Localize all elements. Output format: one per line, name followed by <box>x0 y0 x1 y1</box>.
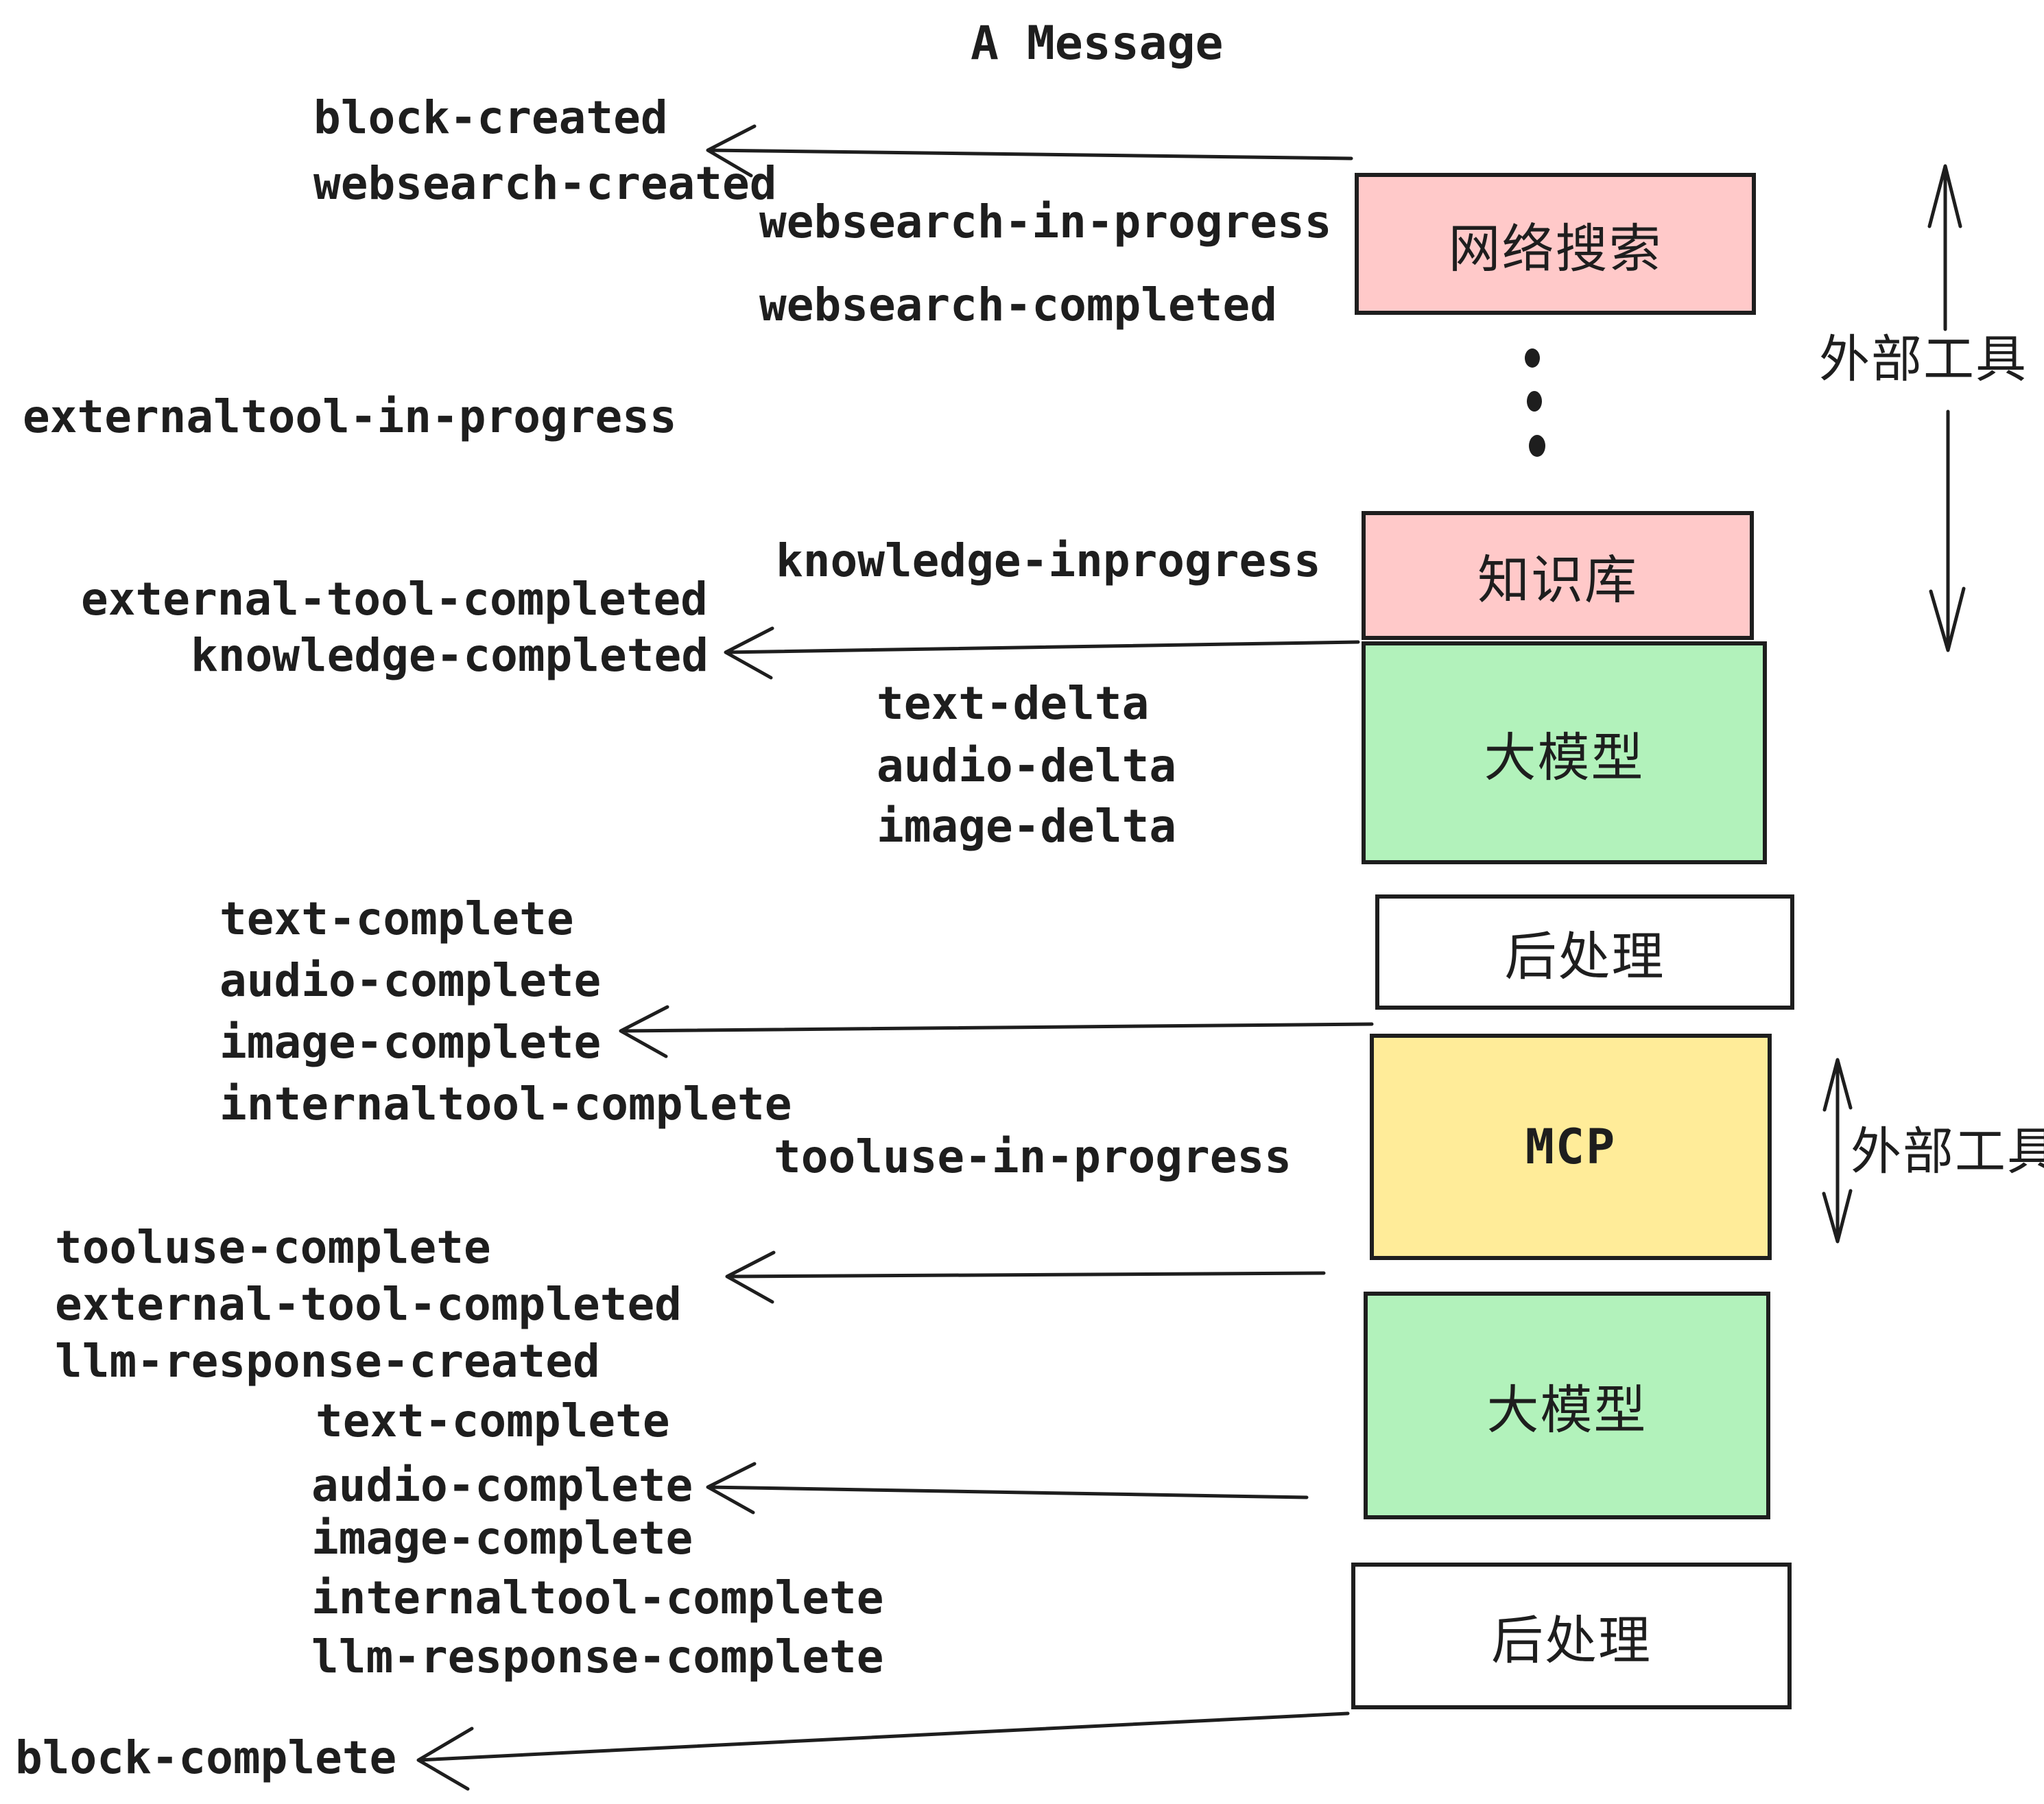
arrow-to-block-created <box>706 124 1353 178</box>
event-block-created: block-created <box>313 91 668 144</box>
external-tools-arrow-1-up <box>1927 164 1962 331</box>
event-audio-complete-2: audio-complete <box>311 1459 693 1512</box>
box-llm-2-label: 大模型 <box>1486 1379 1648 1440</box>
diagram-title: A Message <box>971 16 1224 71</box>
event-internaltool-complete-2: internaltool-complete <box>311 1571 884 1624</box>
event-external-tool-completed-2: external-tool-completed <box>55 1278 682 1331</box>
arrow-to-block-complete <box>416 1711 1350 1791</box>
box-postprocess-2: 后处理 <box>1351 1563 1792 1709</box>
event-block-complete: block-complete <box>15 1731 397 1784</box>
event-tooluse-complete: tooluse-complete <box>55 1221 491 1274</box>
box-websearch-label: 网络搜索 <box>1448 217 1663 279</box>
event-image-delta-1: image-delta <box>877 800 1177 853</box>
box-postprocess-1: 后处理 <box>1375 894 1794 1010</box>
box-llm-1-label: 大模型 <box>1484 726 1645 788</box>
event-llm-response-complete: llm-response-complete <box>311 1630 884 1683</box>
box-knowledge: 知识库 <box>1362 511 1754 640</box>
event-websearch-created: websearch-created <box>313 157 777 210</box>
side-label-external-tools-1: 外部工具 <box>1819 330 2028 389</box>
event-image-complete-2: image-complete <box>311 1512 693 1565</box>
event-audio-delta-1: audio-delta <box>877 739 1177 792</box>
arrow-to-audio-complete <box>706 1462 1309 1515</box>
event-text-complete-2: text-complete <box>316 1394 670 1447</box>
arrow-to-knowledge-completed <box>724 626 1360 680</box>
arrow-to-image-complete <box>619 1005 1374 1058</box>
box-knowledge-label: 知识库 <box>1477 549 1638 610</box>
box-websearch: 网络搜索 <box>1355 173 1756 315</box>
event-external-tool-completed-1: external-tool-completed <box>81 573 708 626</box>
arrow-to-tooluse-complete <box>725 1250 1326 1304</box>
event-llm-response-created: llm-response-created <box>55 1335 600 1388</box>
event-internaltool-complete-1: internaltool-complete <box>219 1078 792 1130</box>
box-mcp: MCP <box>1370 1034 1772 1260</box>
event-text-complete-1: text-complete <box>219 892 574 945</box>
box-postprocess-1-label: 后处理 <box>1504 926 1665 987</box>
box-mcp-label: MCP <box>1525 1119 1617 1175</box>
event-knowledge-inprogress: knowledge-inprogress <box>776 534 1321 587</box>
external-tools-arrow-1-down <box>1929 410 1966 652</box>
event-websearch-completed: websearch-completed <box>759 278 1277 331</box>
event-image-complete-1: image-complete <box>219 1016 602 1069</box>
event-knowledge-completed: knowledge-completed <box>191 629 709 682</box>
box-postprocess-2-label: 后处理 <box>1491 1610 1652 1671</box>
event-externaltool-in-progress: externaltool-in-progress <box>23 390 677 443</box>
event-websearch-in-progress: websearch-in-progress <box>759 195 1332 248</box>
event-audio-complete-1: audio-complete <box>219 954 602 1007</box>
side-label-external-tools-2: 外部工具 <box>1851 1122 2044 1181</box>
box-llm-1: 大模型 <box>1362 641 1767 864</box>
event-tooluse-in-progress: tooluse-in-progress <box>774 1130 1292 1183</box>
event-text-delta-1: text-delta <box>877 677 1150 730</box>
external-tools-arrow-2 <box>1822 1058 1853 1244</box>
box-llm-2: 大模型 <box>1364 1292 1770 1519</box>
vertical-ellipsis-icon <box>1525 348 1545 457</box>
